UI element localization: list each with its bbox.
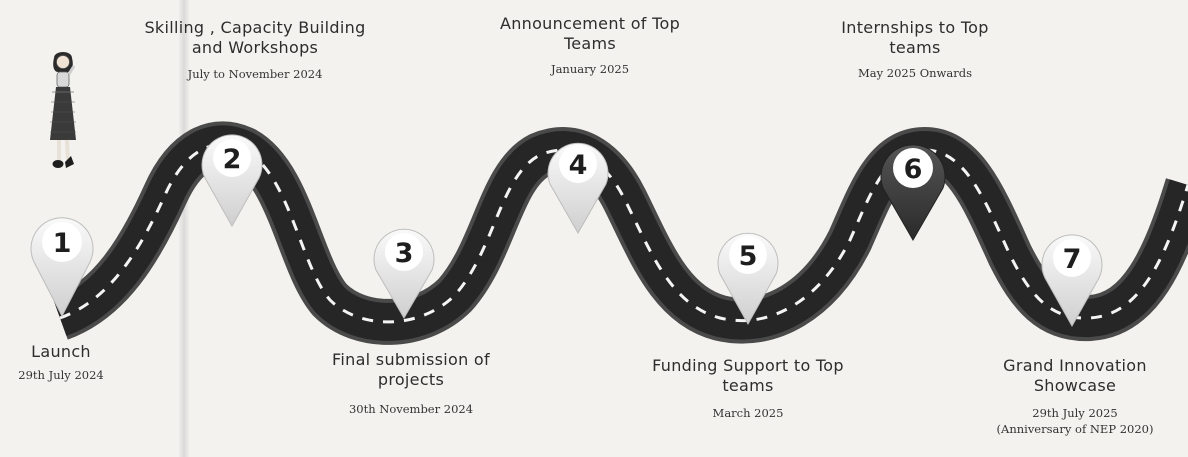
milestone-label-4: Announcement of Top Teams January 2025	[490, 14, 690, 76]
milestone-number-5: 5	[739, 241, 758, 272]
milestone-number-3: 3	[395, 238, 414, 269]
milestone-date-2: July to November 2024	[187, 67, 323, 81]
milestone-number-4: 4	[569, 150, 588, 181]
milestone-pin-5: 5	[717, 232, 779, 326]
milestone-date-5: March 2025	[712, 406, 784, 420]
milestone-title-3: Final submission of projects	[332, 350, 490, 389]
milestone-title-1: Launch	[31, 342, 91, 361]
milestone-number-6: 6	[904, 154, 923, 185]
milestone-date-1: 29th July 2024	[18, 368, 104, 382]
milestone-date-3: 30th November 2024	[348, 402, 474, 416]
milestone-label-7: Grand Innovation Showcase 29th July 2025…	[975, 356, 1175, 437]
milestone-pin-1: 1	[30, 217, 94, 318]
milestone-note-7: (Anniversary of NEP 2020)	[996, 422, 1154, 437]
milestone-title-4: Announcement of Top Teams	[499, 14, 681, 53]
milestone-label-3: Final submission of projects 30th Novemb…	[300, 350, 522, 416]
milestone-title-2: Skilling , Capacity Building and Worksho…	[144, 18, 366, 57]
milestone-label-1: Launch 29th July 2024	[0, 342, 122, 382]
scan-artifact	[178, 0, 190, 457]
milestone-pin-6: 6	[880, 144, 946, 242]
milestone-date-7: 29th July 2025	[1032, 406, 1118, 420]
milestone-number-2: 2	[223, 144, 242, 175]
milestone-title-6: Internships to Top teams	[841, 18, 989, 57]
milestone-label-6: Internships to Top teams May 2025 Onward…	[800, 18, 1030, 80]
milestone-date-6: May 2025 Onwards	[857, 66, 972, 80]
girl-walking-icon	[50, 52, 76, 168]
milestone-pin-4: 4	[547, 142, 609, 235]
milestone-label-5: Funding Support to Top teams March 2025	[628, 356, 868, 420]
milestone-date-4: January 2025	[550, 62, 630, 76]
milestone-title-5: Funding Support to Top teams	[652, 356, 844, 395]
milestone-number-7: 7	[1063, 244, 1082, 275]
milestone-pin-3: 3	[373, 228, 435, 319]
milestone-number-1: 1	[53, 228, 72, 259]
milestone-label-2: Skilling , Capacity Building and Worksho…	[120, 18, 390, 81]
milestone-pin-7: 7	[1041, 234, 1103, 328]
milestone-title-7: Grand Innovation Showcase	[1003, 356, 1147, 395]
milestone-pin-2: 2	[201, 134, 263, 228]
